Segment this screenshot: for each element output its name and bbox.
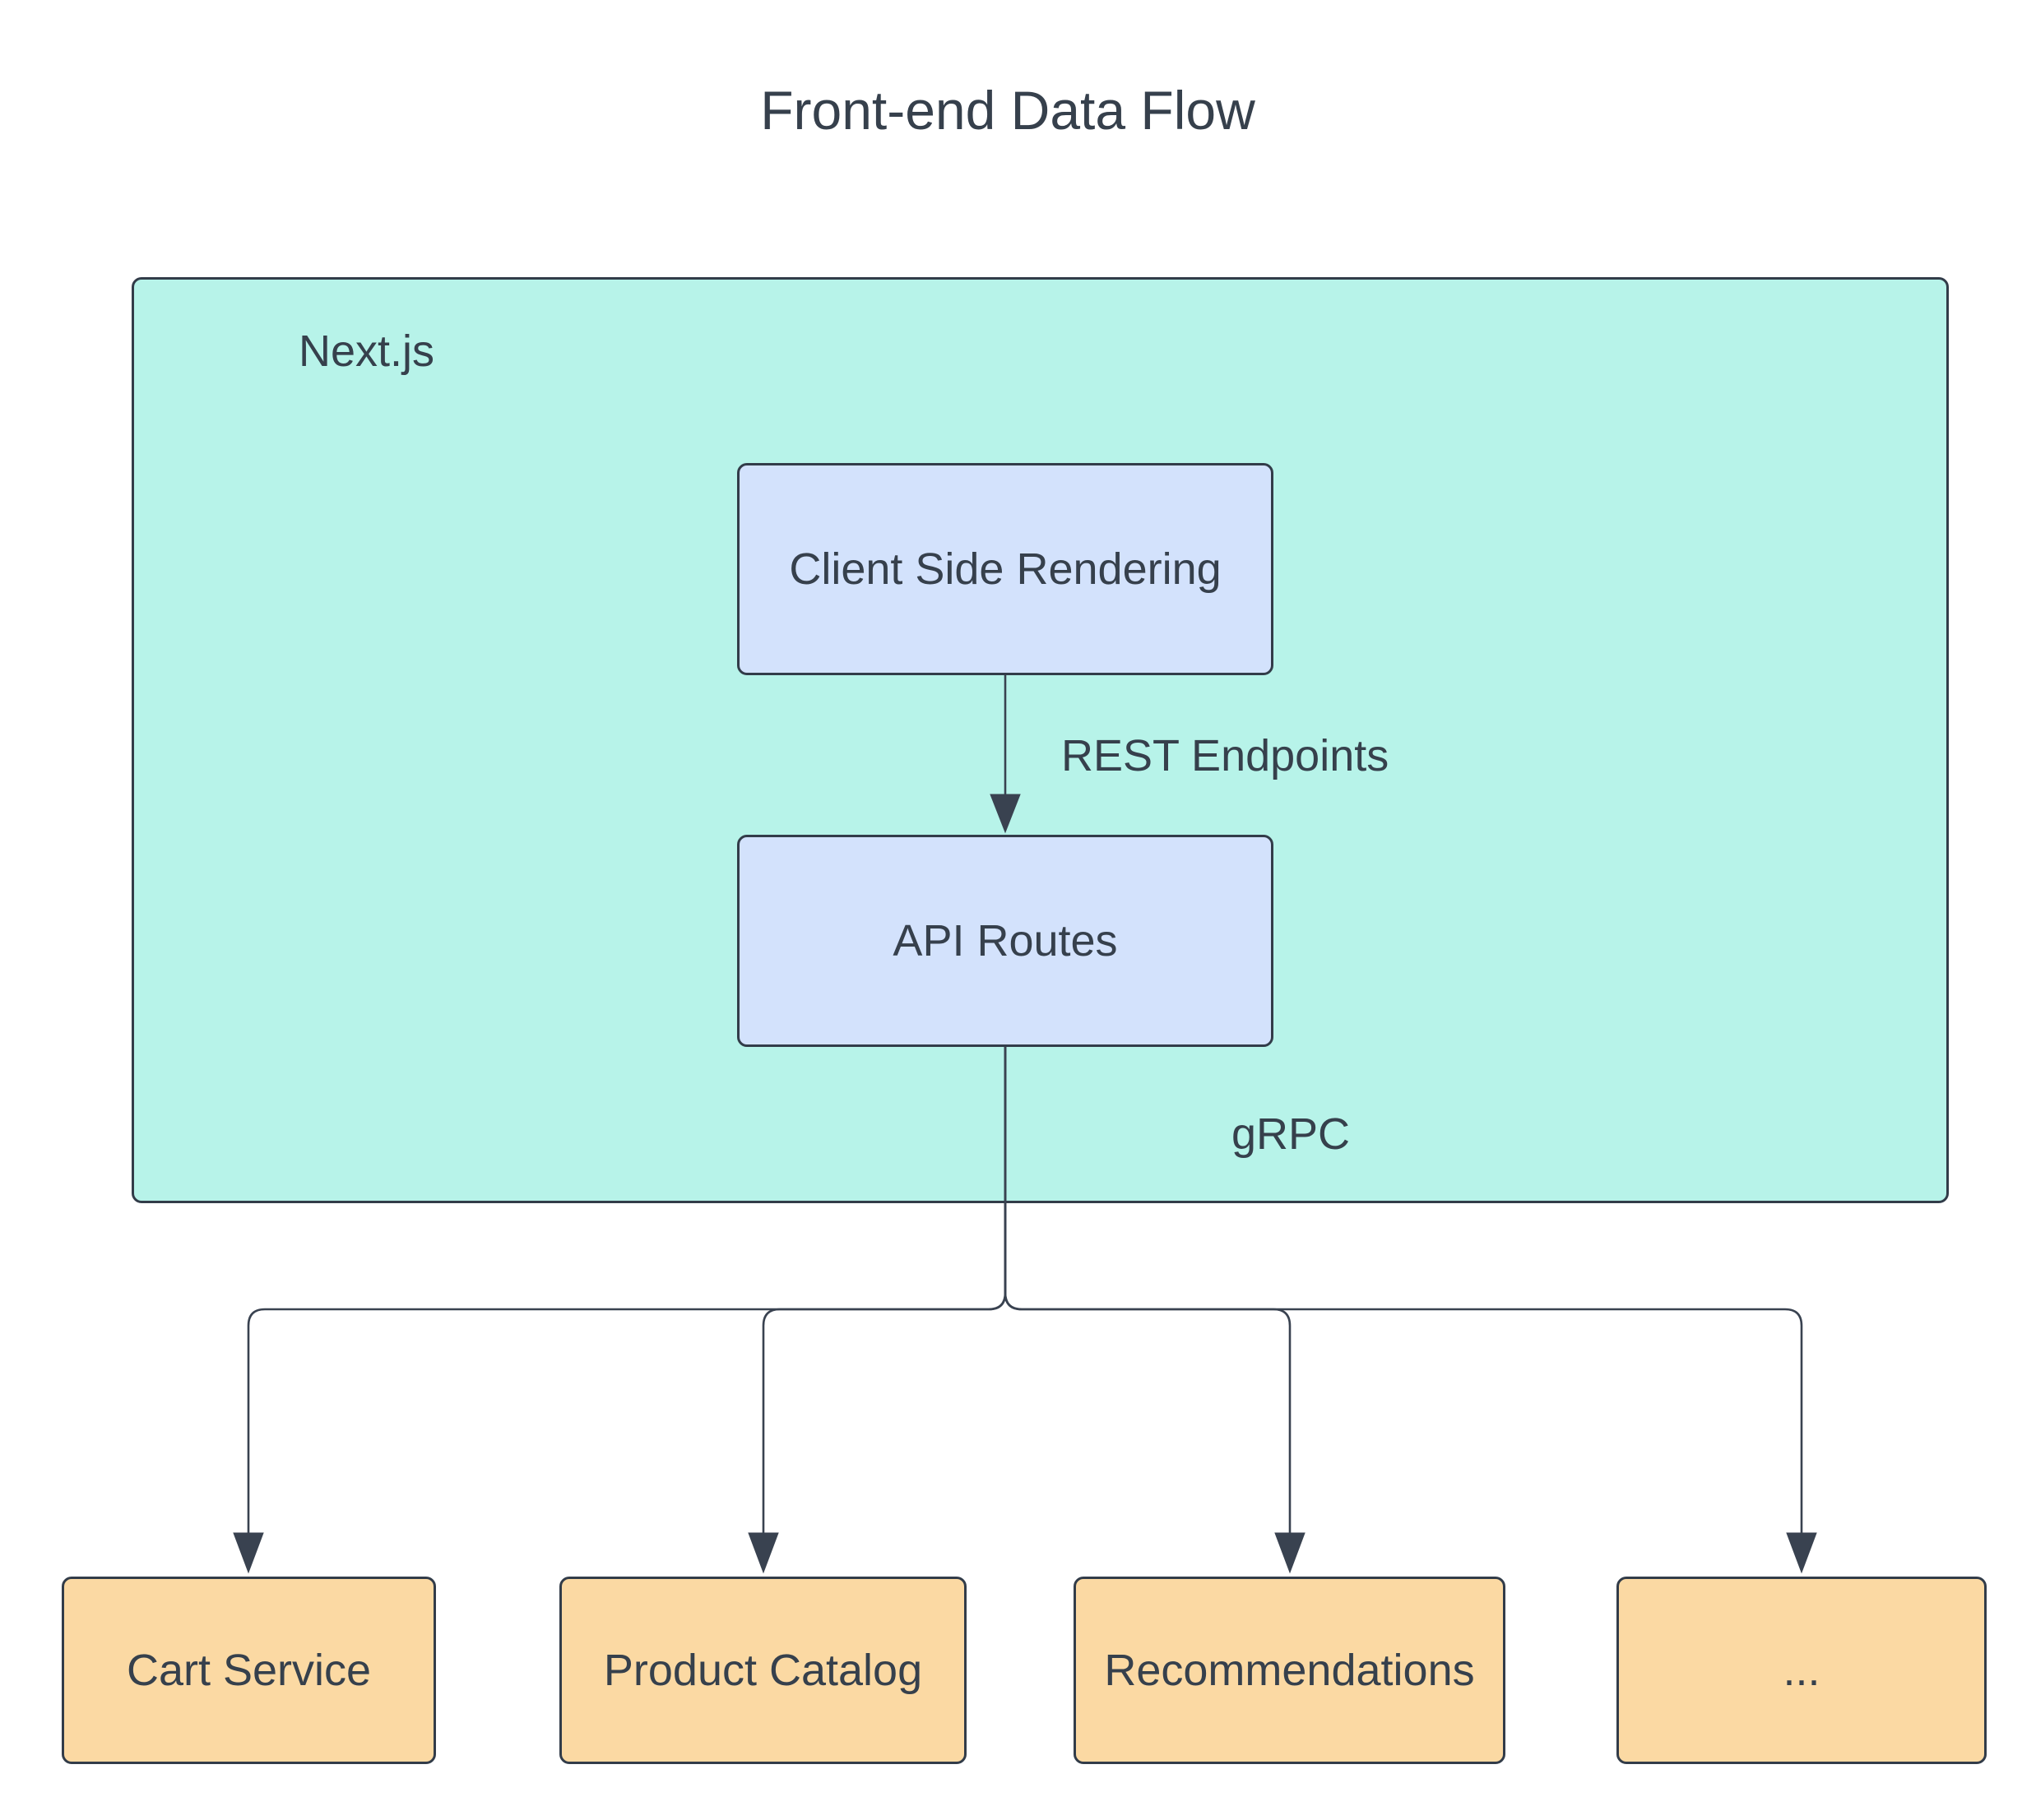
node-ellipsis: ... — [1616, 1577, 1987, 1764]
arrowhead-recs — [1274, 1532, 1306, 1574]
node-product-catalog-label: Product Catalog — [603, 1646, 923, 1695]
arrowhead-catalog — [748, 1532, 779, 1574]
arrowhead-cart — [233, 1532, 264, 1574]
node-client-side-rendering-label: Client Side Rendering — [789, 544, 1222, 594]
node-client-side-rendering: Client Side Rendering — [737, 463, 1273, 675]
node-api-routes-label: API Routes — [893, 916, 1118, 966]
node-recommendations: Recommendations — [1074, 1577, 1505, 1764]
node-recommendations-label: Recommendations — [1104, 1646, 1475, 1695]
nextjs-container-label: Next.js — [299, 326, 435, 376]
edge-label-rest-endpoints: REST Endpoints — [1061, 731, 1389, 780]
nextjs-container — [132, 277, 1949, 1203]
node-api-routes: API Routes — [737, 835, 1273, 1047]
edge-label-grpc: gRPC — [1231, 1109, 1351, 1159]
node-cart-service: Cart Service — [62, 1577, 436, 1764]
edge-api-to-more — [1004, 1047, 1803, 1535]
node-cart-service-label: Cart Service — [126, 1646, 372, 1695]
edge-api-to-cart — [247, 1047, 1007, 1535]
diagram-title: Front-end Data Flow — [760, 80, 1255, 141]
node-product-catalog: Product Catalog — [559, 1577, 967, 1764]
arrowhead-more — [1786, 1532, 1817, 1574]
arrowhead-api — [990, 794, 1021, 834]
edge-api-to-catalog — [762, 1047, 1007, 1535]
node-ellipsis-label: ... — [1783, 1646, 1820, 1695]
